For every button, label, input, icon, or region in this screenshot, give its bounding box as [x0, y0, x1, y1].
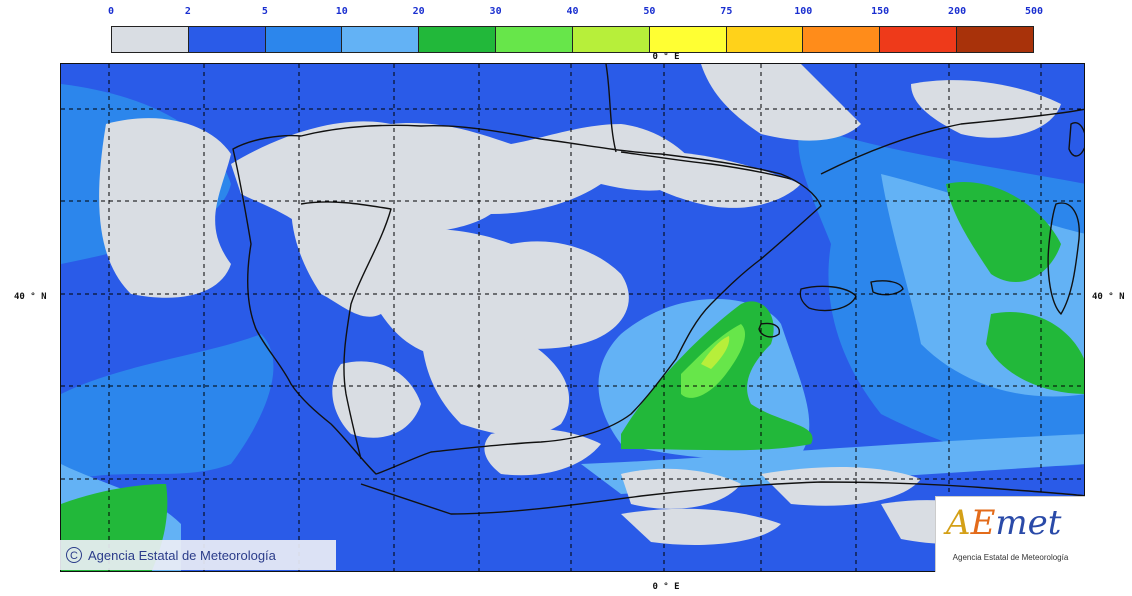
sardinia-island	[1047, 202, 1080, 315]
north-africa-dry-area	[621, 508, 781, 545]
legend-tick-label: 10	[335, 6, 348, 17]
legend-tick-label: 40	[566, 6, 579, 17]
legend-tick-label: 150	[871, 6, 890, 17]
south-dry-area	[484, 428, 601, 476]
legend-swatch	[726, 27, 804, 52]
aemet-logo-subtitle: Agencia Estatal de Meteorología	[952, 553, 1069, 562]
latitude-label-left: 40 ° N	[14, 292, 47, 302]
legend-swatch	[803, 27, 881, 52]
legend-tick-label: 500	[1024, 6, 1044, 17]
legend-tick-label: 100	[794, 6, 813, 17]
pyrenees-border	[620, 151, 792, 180]
longitude-label-top: 0 ° E	[652, 52, 680, 62]
copyright-credit: C Agencia Estatal de Meteorología	[60, 540, 336, 570]
legend-tick-label: 30	[489, 6, 502, 17]
legend-swatch	[496, 27, 573, 52]
precipitation-map	[60, 63, 1085, 572]
mallorca-island	[799, 285, 857, 312]
legend-tick-label: 20	[412, 6, 425, 17]
legend-tick-label: 50	[643, 6, 656, 17]
copyright-icon: C	[66, 547, 82, 563]
legend-labels: 0 2 5 10 20 30 40 50 75 100 150 200 500	[0, 6, 1132, 22]
legend-swatch	[112, 27, 189, 52]
legend-tick-label: 2	[184, 6, 191, 17]
legend-swatch	[957, 27, 1033, 52]
map-canvas	[61, 64, 1084, 571]
atlantic-band	[61, 334, 274, 484]
legend-swatch	[649, 27, 727, 52]
longitude-label-bottom: 0 ° E	[652, 582, 680, 592]
no-precip-areas	[99, 64, 1061, 545]
legend-swatch	[419, 27, 497, 52]
credit-text: Agencia Estatal de Meteorología	[88, 547, 276, 563]
legend-swatch	[342, 27, 420, 52]
pyrenees-dry-area	[621, 151, 801, 208]
portugal-spain-border	[300, 201, 392, 460]
corsica-island	[1068, 122, 1084, 157]
aemet-wordmark: AEmet	[946, 503, 1062, 543]
algeria-dry-area	[761, 467, 921, 506]
north-africa-coastline	[360, 481, 1084, 515]
legend-tick-label: 5	[261, 6, 268, 17]
northwest-dry-area	[291, 199, 410, 317]
france-coast	[820, 108, 1084, 175]
valencia-yellowgreen-area	[701, 336, 730, 369]
legend-swatch	[188, 27, 266, 52]
southwest-dry-area	[332, 361, 421, 438]
legend-tick-label: 200	[948, 6, 967, 17]
coastlines-and-borders	[232, 64, 1084, 515]
graticule	[61, 64, 1084, 571]
legend-swatch	[880, 27, 958, 52]
precipitation-legend	[111, 26, 1034, 53]
legend-swatch	[572, 27, 650, 52]
legend-swatch	[265, 27, 343, 52]
central-south-dry-area	[421, 320, 570, 436]
latitude-label-right: 40 ° N	[1092, 292, 1125, 302]
france-dry-area	[701, 64, 861, 141]
legend-tick-label: 75	[720, 6, 733, 17]
iberia-coastline	[232, 124, 822, 475]
tyrrhenian-green-area	[986, 312, 1084, 394]
atlantic-dry-area	[99, 118, 231, 298]
sardinia-green-area	[946, 182, 1061, 283]
ibiza-island	[758, 322, 780, 338]
france-border	[605, 64, 617, 153]
legend-tick-label: 0	[107, 6, 115, 17]
aemet-logo: AEmet Agencia Estatal de Meteorología	[935, 496, 1085, 572]
